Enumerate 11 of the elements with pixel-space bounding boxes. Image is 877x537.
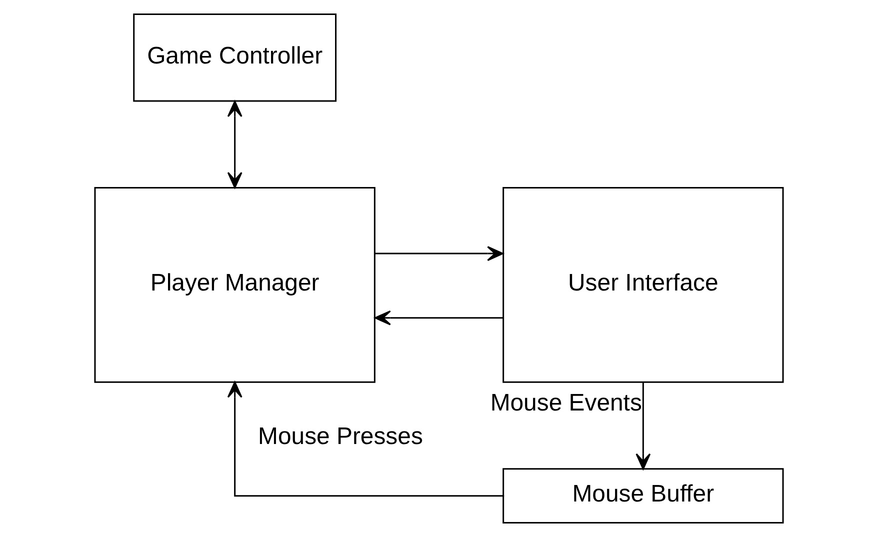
node-box: User Interface	[502, 186, 784, 383]
edge-label: Mouse Events	[490, 389, 642, 416]
node-box: Player Manager	[94, 186, 375, 383]
arrow	[374, 310, 503, 326]
arrow	[226, 100, 242, 188]
arrow	[635, 382, 650, 470]
arrow	[226, 381, 504, 497]
node-box: Mouse Buffer	[502, 468, 784, 524]
node-box: Game Controller	[132, 13, 336, 102]
arrow	[374, 246, 503, 262]
edge-label: Mouse Presses	[258, 423, 422, 450]
